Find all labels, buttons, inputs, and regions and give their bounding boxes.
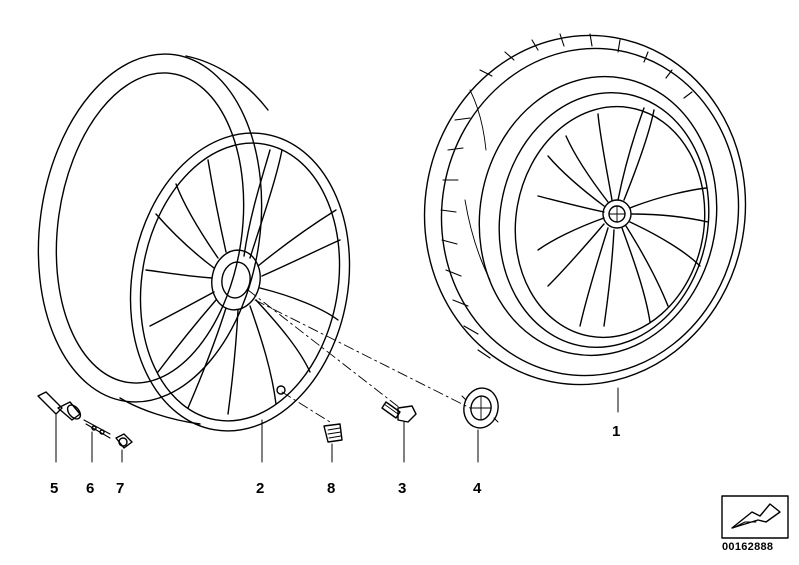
callout-7: 7 (116, 480, 125, 497)
wheel-bolt-illustration (381, 401, 417, 463)
balance-weight-illustration (323, 423, 343, 463)
callout-2: 2 (256, 480, 265, 497)
callout-1: 1 (612, 423, 621, 440)
callout-6: 6 (86, 480, 95, 497)
valve-cap-illustration (115, 433, 133, 463)
valve-core-illustration (83, 419, 111, 463)
callout-3: 3 (398, 480, 407, 497)
wheel-tyre-illustration (423, 33, 747, 413)
rim-illustration (37, 53, 471, 463)
arrow-left-icon[interactable] (721, 495, 789, 539)
hub-cap-illustration (461, 387, 499, 463)
valve-illustration (37, 391, 82, 463)
image-id-label: 00162888 (722, 541, 774, 553)
callout-4: 4 (473, 480, 482, 497)
callout-5: 5 (50, 480, 59, 497)
callout-8: 8 (327, 480, 336, 497)
